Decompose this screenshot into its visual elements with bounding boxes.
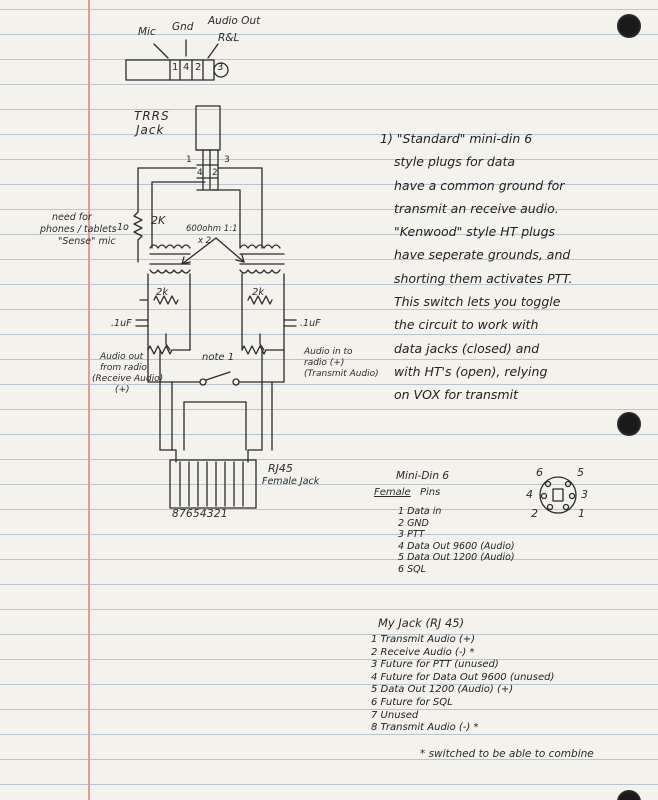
right-resistor-label: 2k xyxy=(252,287,265,298)
plug-label-mic: Mic xyxy=(138,26,156,38)
binder-hole-middle xyxy=(617,412,641,436)
note-line: style plugs for data xyxy=(394,154,516,170)
margin-line xyxy=(88,0,90,800)
din-number-5: 5 xyxy=(577,466,584,479)
audio-out-line-4: (+) xyxy=(115,385,130,395)
phone-note-line-1: need for xyxy=(52,212,92,223)
my-jack-pin: 1 Transmit Audio (+) xyxy=(371,634,476,645)
binder-hole-top xyxy=(617,14,641,38)
audio-in-line-3: (Transmit Audio) xyxy=(304,369,379,379)
mini-din-subtitle-female: Female xyxy=(374,487,411,498)
my-jack-pin-list: 1 Transmit Audio (+) 2 Receive Audio (-)… xyxy=(371,634,554,735)
jack-pin-4: 4 xyxy=(197,168,203,178)
rj45-label-2: Female Jack xyxy=(262,476,320,487)
phone-note-line-3: "Sense" mic xyxy=(58,236,116,247)
pin-1-label: 1o xyxy=(117,222,129,233)
audio-in-line-2: radio (+) xyxy=(304,358,345,368)
wiring xyxy=(133,167,263,263)
din-number-1: 1 xyxy=(578,507,585,520)
jack-pin-3: 3 xyxy=(224,155,230,165)
trrs-jack-title-1: TRRS xyxy=(134,109,170,123)
my-jack-pin: 3 Future for PTT (unused) xyxy=(371,659,499,671)
mini-din-pin: 4 Data Out 9600 (Audio) xyxy=(398,540,515,552)
din-number-6: 6 xyxy=(536,466,543,479)
din-number-2: 2 xyxy=(531,507,538,520)
note-line: on VOX for transmit xyxy=(394,387,518,403)
note-1-text: 1) "Standard" mini-din 6 style plugs for… xyxy=(380,127,572,407)
note-line: 1) "Standard" mini-din 6 xyxy=(380,131,533,146)
mini-din-pin: 6 SQL xyxy=(398,563,426,575)
my-jack-footnote: * switched to be able to combine xyxy=(420,748,594,760)
my-jack-pin: 4 Future for Data Out 9600 (unused) xyxy=(371,671,555,683)
mini-din-subtitle-pins: Pins xyxy=(420,487,441,498)
audio-in-line-1: Audio in to xyxy=(304,347,353,357)
plug-ring-1: 1 xyxy=(172,62,179,73)
left-resistor-label: 2k xyxy=(156,287,169,298)
my-jack-pin: 2 Receive Audio (-) * xyxy=(371,646,475,658)
din-number-4: 4 xyxy=(526,488,533,501)
plug-label-gnd: Gnd xyxy=(172,21,194,33)
note-line: have a common ground for xyxy=(394,177,565,193)
my-jack-title: My Jack (RJ 45) xyxy=(378,616,465,630)
plug-ring-2: 2 xyxy=(195,62,202,73)
my-jack-pin: 8 Transmit Audio (-) * xyxy=(371,722,479,734)
mini-din-pin: 3 PTT xyxy=(398,529,425,540)
plug-ring-4: 4 xyxy=(183,62,190,73)
rj45-jack xyxy=(169,459,257,509)
note-line: "Kenwood" style HT plugs xyxy=(394,224,556,240)
audio-out-line-1: Audio out xyxy=(100,352,144,362)
note-line: transmit an receive audio. xyxy=(394,200,559,216)
my-jack-pin: 5 Data Out 1200 (Audio) (+) xyxy=(371,684,514,696)
rj45-label-1: RJ45 xyxy=(268,462,293,475)
phone-note-line-2: phones / tablets xyxy=(40,224,117,235)
note-line: have seperate grounds, and xyxy=(394,247,571,263)
plug-ring-3: 3 xyxy=(217,62,224,73)
din-number-3: 3 xyxy=(581,488,588,501)
my-jack-pin: 7 Unused xyxy=(371,709,419,721)
jack-pin-2: 2 xyxy=(212,168,218,178)
plug-label-audio-out: Audio Out xyxy=(208,15,261,27)
audio-out-line-3: (Receive Audio) xyxy=(92,374,164,384)
switch-note-label: note 1 xyxy=(202,352,235,363)
right-cap-label: .1uF xyxy=(300,318,321,329)
my-jack-pin: 6 Future for SQL xyxy=(371,696,453,708)
trrs-jack-symbol xyxy=(195,105,221,191)
sense-resistor-label: 2K xyxy=(151,214,166,227)
note-line: shorting them activates PTT. xyxy=(394,270,573,286)
left-cap-label: .1uF xyxy=(111,318,132,329)
audio-out-line-2: from radio xyxy=(100,363,147,373)
trrs-jack-title-2: Jack xyxy=(136,123,165,137)
note-line: with HT's (open), relying xyxy=(394,363,548,379)
mini-din-pin-list: 1 Data in 2 GND 3 PTT 4 Data Out 9600 (A… xyxy=(398,506,515,575)
binder-hole-bottom xyxy=(617,790,641,800)
mini-din-pin: 1 Data in xyxy=(398,506,442,517)
transformer-label-2: x 2 xyxy=(198,236,212,246)
trrs-plug xyxy=(125,39,229,81)
transformer-arrows xyxy=(181,237,245,265)
mini-din-pin: 5 Data Out 1200 (Audio) xyxy=(398,552,515,563)
jack-pin-1: 1 xyxy=(186,155,192,165)
mini-din-pin: 2 GND xyxy=(398,517,429,529)
transformer-right xyxy=(239,244,285,274)
note-line: data jacks (closed) and xyxy=(394,340,540,356)
transformer-label-1: 600ohm 1:1 xyxy=(186,224,238,234)
mini-din-title: Mini-Din 6 xyxy=(396,470,450,482)
note-line: the circuit to work with xyxy=(394,317,539,333)
plug-label-rl: R&L xyxy=(218,32,240,44)
rj45-pin-numbers: 87654321 xyxy=(172,508,228,520)
mini-din-connector xyxy=(539,476,577,514)
note-line: This switch lets you toggle xyxy=(394,294,561,310)
lower-circuit xyxy=(135,273,297,463)
transformer-left xyxy=(149,244,191,274)
